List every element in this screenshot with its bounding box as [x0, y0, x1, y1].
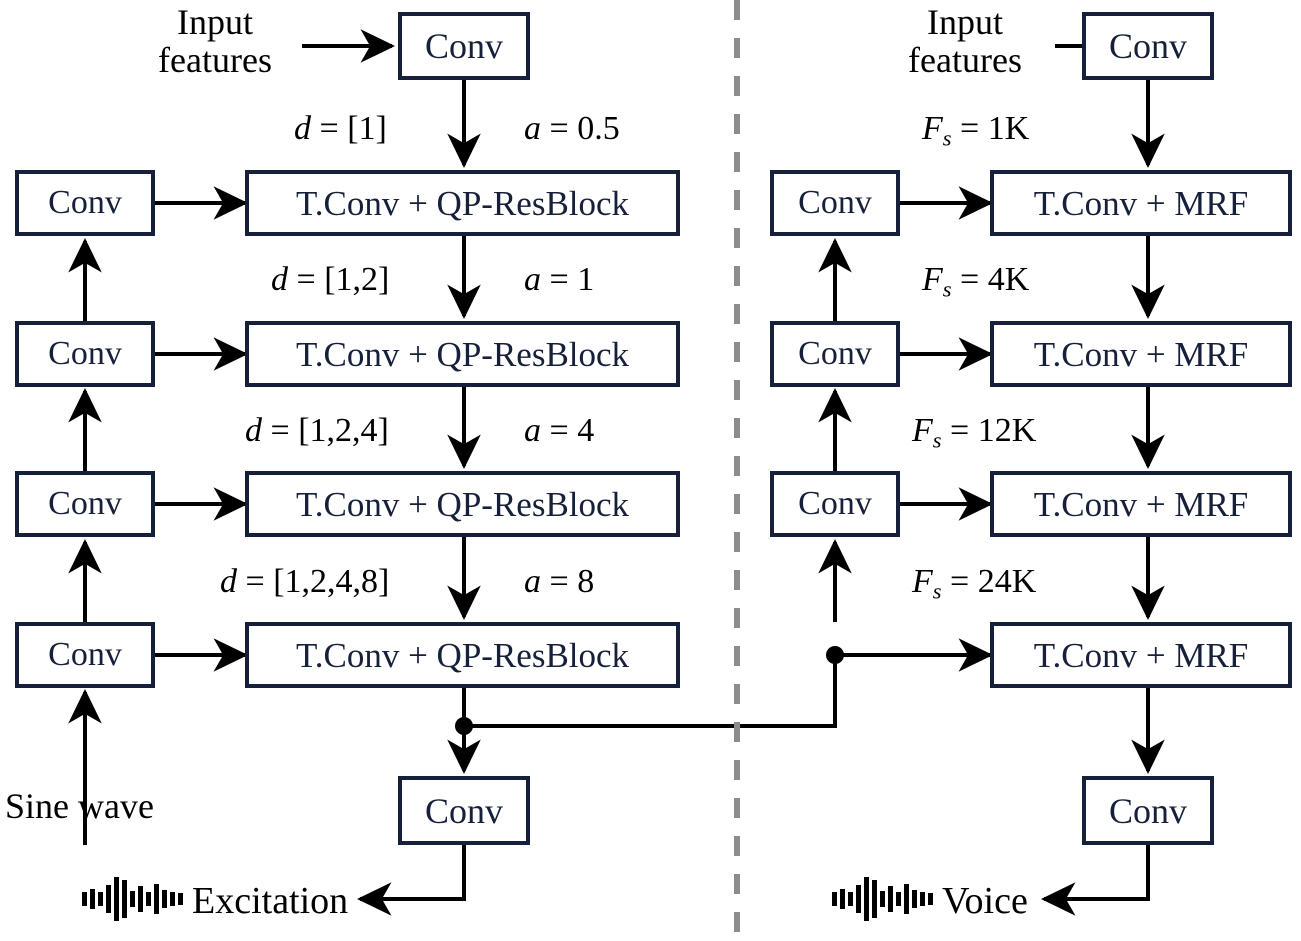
- waveform-bar: [106, 885, 111, 913]
- waveform-bar: [114, 877, 119, 921]
- left-output-conv-label: Conv: [424, 790, 503, 831]
- arrow-right-outconv-to-voice: [1041, 845, 1150, 916]
- waveform-bar: [880, 891, 885, 907]
- right-stage-block-2[interactable]: T.Conv + MRF: [990, 321, 1292, 387]
- left-stage-block-1[interactable]: T.Conv + QP-ResBlock: [245, 170, 680, 236]
- left-stage-block-3-label: T.Conv + QP-ResBlock: [295, 484, 630, 524]
- waveform-bar: [864, 877, 869, 921]
- waveform-bar: [178, 893, 183, 905]
- connector-excitation-to-right-branch: [464, 657, 837, 728]
- right-stage-block-1[interactable]: T.Conv + MRF: [990, 170, 1292, 236]
- left-side-conv-4-label: Conv: [48, 636, 122, 673]
- junction-dot-left: [455, 717, 473, 735]
- waveform-bar: [840, 889, 845, 909]
- left-a-label-3: a = 4: [524, 412, 595, 449]
- left-side-conv-2[interactable]: Conv: [15, 321, 155, 387]
- voice-output-label: Voice: [942, 880, 1028, 922]
- left-a-label-2: a = 1: [524, 261, 595, 298]
- right-stage-block-4[interactable]: T.Conv + MRF: [990, 622, 1292, 688]
- waveform-bar: [896, 892, 901, 906]
- left-dilation-label-1: d = [1]: [294, 110, 387, 147]
- right-fs-label-1: Fs = 1K: [922, 110, 1030, 151]
- waveform-bar: [888, 886, 893, 912]
- arrow-outconv-to-excitation: [357, 845, 466, 916]
- right-side-conv-3[interactable]: Conv: [770, 471, 900, 537]
- sine-wave-input-label: Sine wave: [5, 786, 154, 826]
- left-stage-block-2[interactable]: T.Conv + QP-ResBlock: [245, 321, 680, 387]
- waveform-bar: [848, 892, 853, 906]
- left-dilation-label-3: d = [1,2,4]: [245, 412, 389, 449]
- right-top-conv-box[interactable]: Conv: [1082, 12, 1214, 80]
- waveform-bar: [162, 890, 167, 908]
- waveform-bar: [872, 880, 877, 918]
- right-side-conv-1-label: Conv: [798, 184, 872, 221]
- left-output-conv-box[interactable]: Conv: [398, 776, 530, 845]
- waveform-bar: [154, 884, 159, 914]
- waveform-bar: [98, 892, 103, 906]
- right-stage-block-3-label: T.Conv + MRF: [1033, 484, 1249, 524]
- left-a-label-1: a = 0.5: [524, 110, 620, 147]
- left-stage-block-4[interactable]: T.Conv + QP-ResBlock: [245, 622, 680, 688]
- left-a-label-4: a = 8: [524, 563, 595, 600]
- left-side-conv-1[interactable]: Conv: [15, 170, 155, 236]
- junction-dot-right: [826, 646, 844, 664]
- right-fs-label-4: Fs = 24K: [912, 563, 1037, 604]
- waveform-bar: [138, 886, 143, 912]
- left-dilation-label-4: d = [1,2,4,8]: [220, 563, 390, 600]
- waveform-icon-voice: [832, 877, 933, 921]
- left-side-conv-3[interactable]: Conv: [15, 471, 155, 537]
- waveform-bar: [928, 893, 933, 905]
- right-side-conv-2[interactable]: Conv: [770, 321, 900, 387]
- waveform-bar: [920, 892, 925, 906]
- right-output-conv-box[interactable]: Conv: [1082, 776, 1214, 845]
- left-side-conv-3-label: Conv: [48, 485, 122, 522]
- right-stage-block-4-label: T.Conv + MRF: [1033, 635, 1249, 675]
- right-input-features-label: Input features: [908, 2, 1022, 80]
- right-fs-label-3: Fs = 12K: [912, 412, 1037, 453]
- right-side-conv-1[interactable]: Conv: [770, 170, 900, 236]
- left-dilation-label-2: d = [1,2]: [271, 261, 390, 298]
- right-fs-label-2: Fs = 4K: [922, 261, 1030, 302]
- waveform-bar: [90, 889, 95, 909]
- left-stage-block-2-label: T.Conv + QP-ResBlock: [295, 334, 630, 374]
- left-side-conv-2-label: Conv: [48, 335, 122, 372]
- right-stage-block-2-label: T.Conv + MRF: [1033, 334, 1249, 374]
- waveform-bar: [82, 892, 87, 906]
- waveform-bar: [904, 884, 909, 914]
- right-top-conv-label: Conv: [1108, 26, 1187, 66]
- waveform-icon-excitation: [82, 877, 183, 921]
- waveform-bar: [130, 891, 135, 907]
- left-stage-block-1-label: T.Conv + QP-ResBlock: [295, 183, 630, 223]
- waveform-bar: [170, 892, 175, 906]
- left-stage-block-3[interactable]: T.Conv + QP-ResBlock: [245, 471, 680, 537]
- right-output-conv-label: Conv: [1108, 790, 1187, 831]
- right-stage-block-3[interactable]: T.Conv + MRF: [990, 471, 1292, 537]
- right-side-conv-3-label: Conv: [798, 485, 872, 522]
- left-side-conv-1-label: Conv: [48, 184, 122, 221]
- left-input-features-label: Input features: [158, 2, 272, 80]
- left-top-conv-box[interactable]: Conv: [398, 12, 530, 80]
- right-stage-block-1-label: T.Conv + MRF: [1033, 183, 1249, 223]
- left-stage-block-4-label: T.Conv + QP-ResBlock: [295, 635, 630, 675]
- waveform-bar: [856, 885, 861, 913]
- excitation-output-label: Excitation: [192, 880, 349, 922]
- left-top-conv-label: Conv: [424, 26, 503, 66]
- waveform-bar: [832, 892, 837, 906]
- waveform-bar: [122, 880, 127, 918]
- waveform-bar: [146, 892, 151, 906]
- left-side-conv-4[interactable]: Conv: [15, 622, 155, 688]
- waveform-bar: [912, 890, 917, 908]
- right-side-conv-2-label: Conv: [798, 335, 872, 372]
